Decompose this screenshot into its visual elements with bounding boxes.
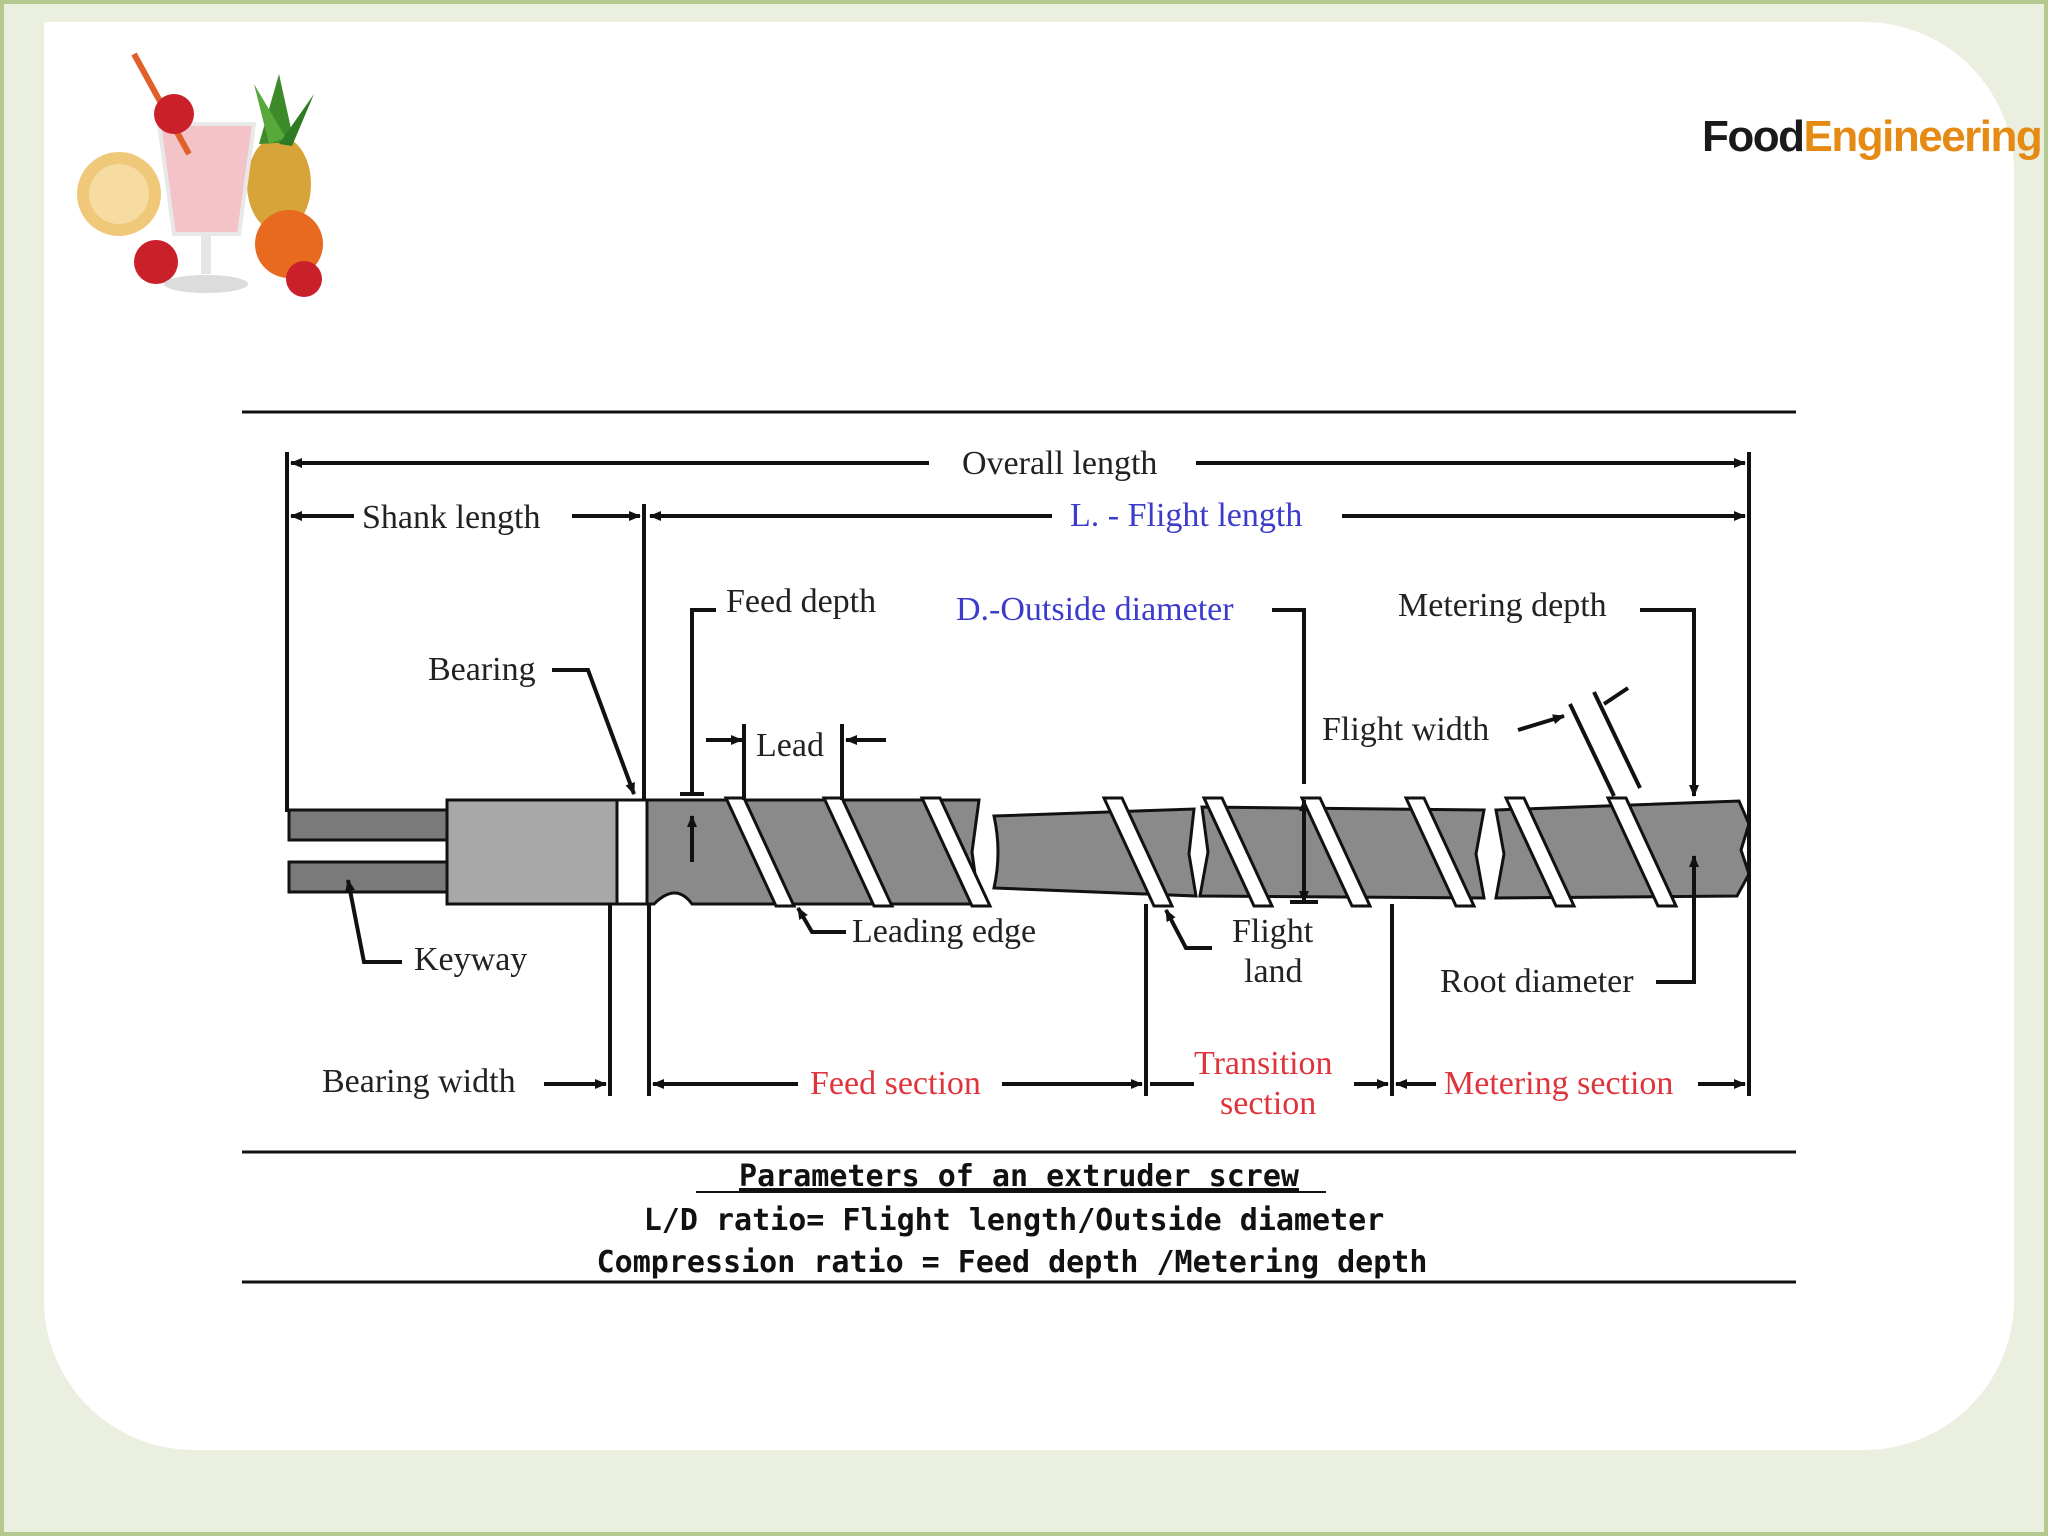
logo-food-text: Food <box>1702 112 1805 161</box>
bearing-width-label: Bearing width <box>322 1063 516 1100</box>
caption-title: Parameters of an extruder screw <box>739 1159 1300 1194</box>
metering-section-label: Metering section <box>1444 1065 1673 1102</box>
shank-length-label: Shank length <box>362 499 540 536</box>
food-engineering-logo: FoodEngineering <box>1702 112 2043 162</box>
overall-length-label: Overall length <box>962 445 1157 482</box>
flight-length-label: L. - Flight length <box>1070 497 1302 534</box>
screw-body <box>287 796 1751 908</box>
feed-depth-label: Feed depth <box>726 583 876 620</box>
logo-engineering-text: Engineering <box>1803 112 2043 161</box>
extruder-screw-diagram: Overall length Shank length L. - Flight … <box>242 410 1796 1284</box>
leading-edge-label: Leading edge <box>852 913 1036 950</box>
outside-diameter-label: D.-Outside diameter <box>956 591 1234 628</box>
metering-depth-label: Metering depth <box>1398 587 1607 624</box>
transition-section-label-line2: section <box>1220 1085 1316 1122</box>
flight-width-label: Flight width <box>1322 711 1489 748</box>
flight-land-label-line1: Flight <box>1232 913 1314 950</box>
root-diameter-label: Root diameter <box>1440 963 1634 1000</box>
caption-compression-ratio: Compression ratio = Feed depth /Metering… <box>597 1245 1428 1280</box>
bearing-label: Bearing <box>428 651 536 688</box>
fruit-smoothie-image <box>77 52 323 297</box>
keyway-label: Keyway <box>414 941 527 978</box>
transition-section-label-line1: Transition <box>1194 1045 1333 1082</box>
caption-ld-ratio: L/D ratio= Flight length/Outside diamete… <box>644 1203 1385 1238</box>
content-panel <box>44 22 2014 1450</box>
feed-section-label: Feed section <box>810 1065 981 1102</box>
flight-land-label-line2: land <box>1244 953 1303 990</box>
lead-label: Lead <box>756 727 824 764</box>
